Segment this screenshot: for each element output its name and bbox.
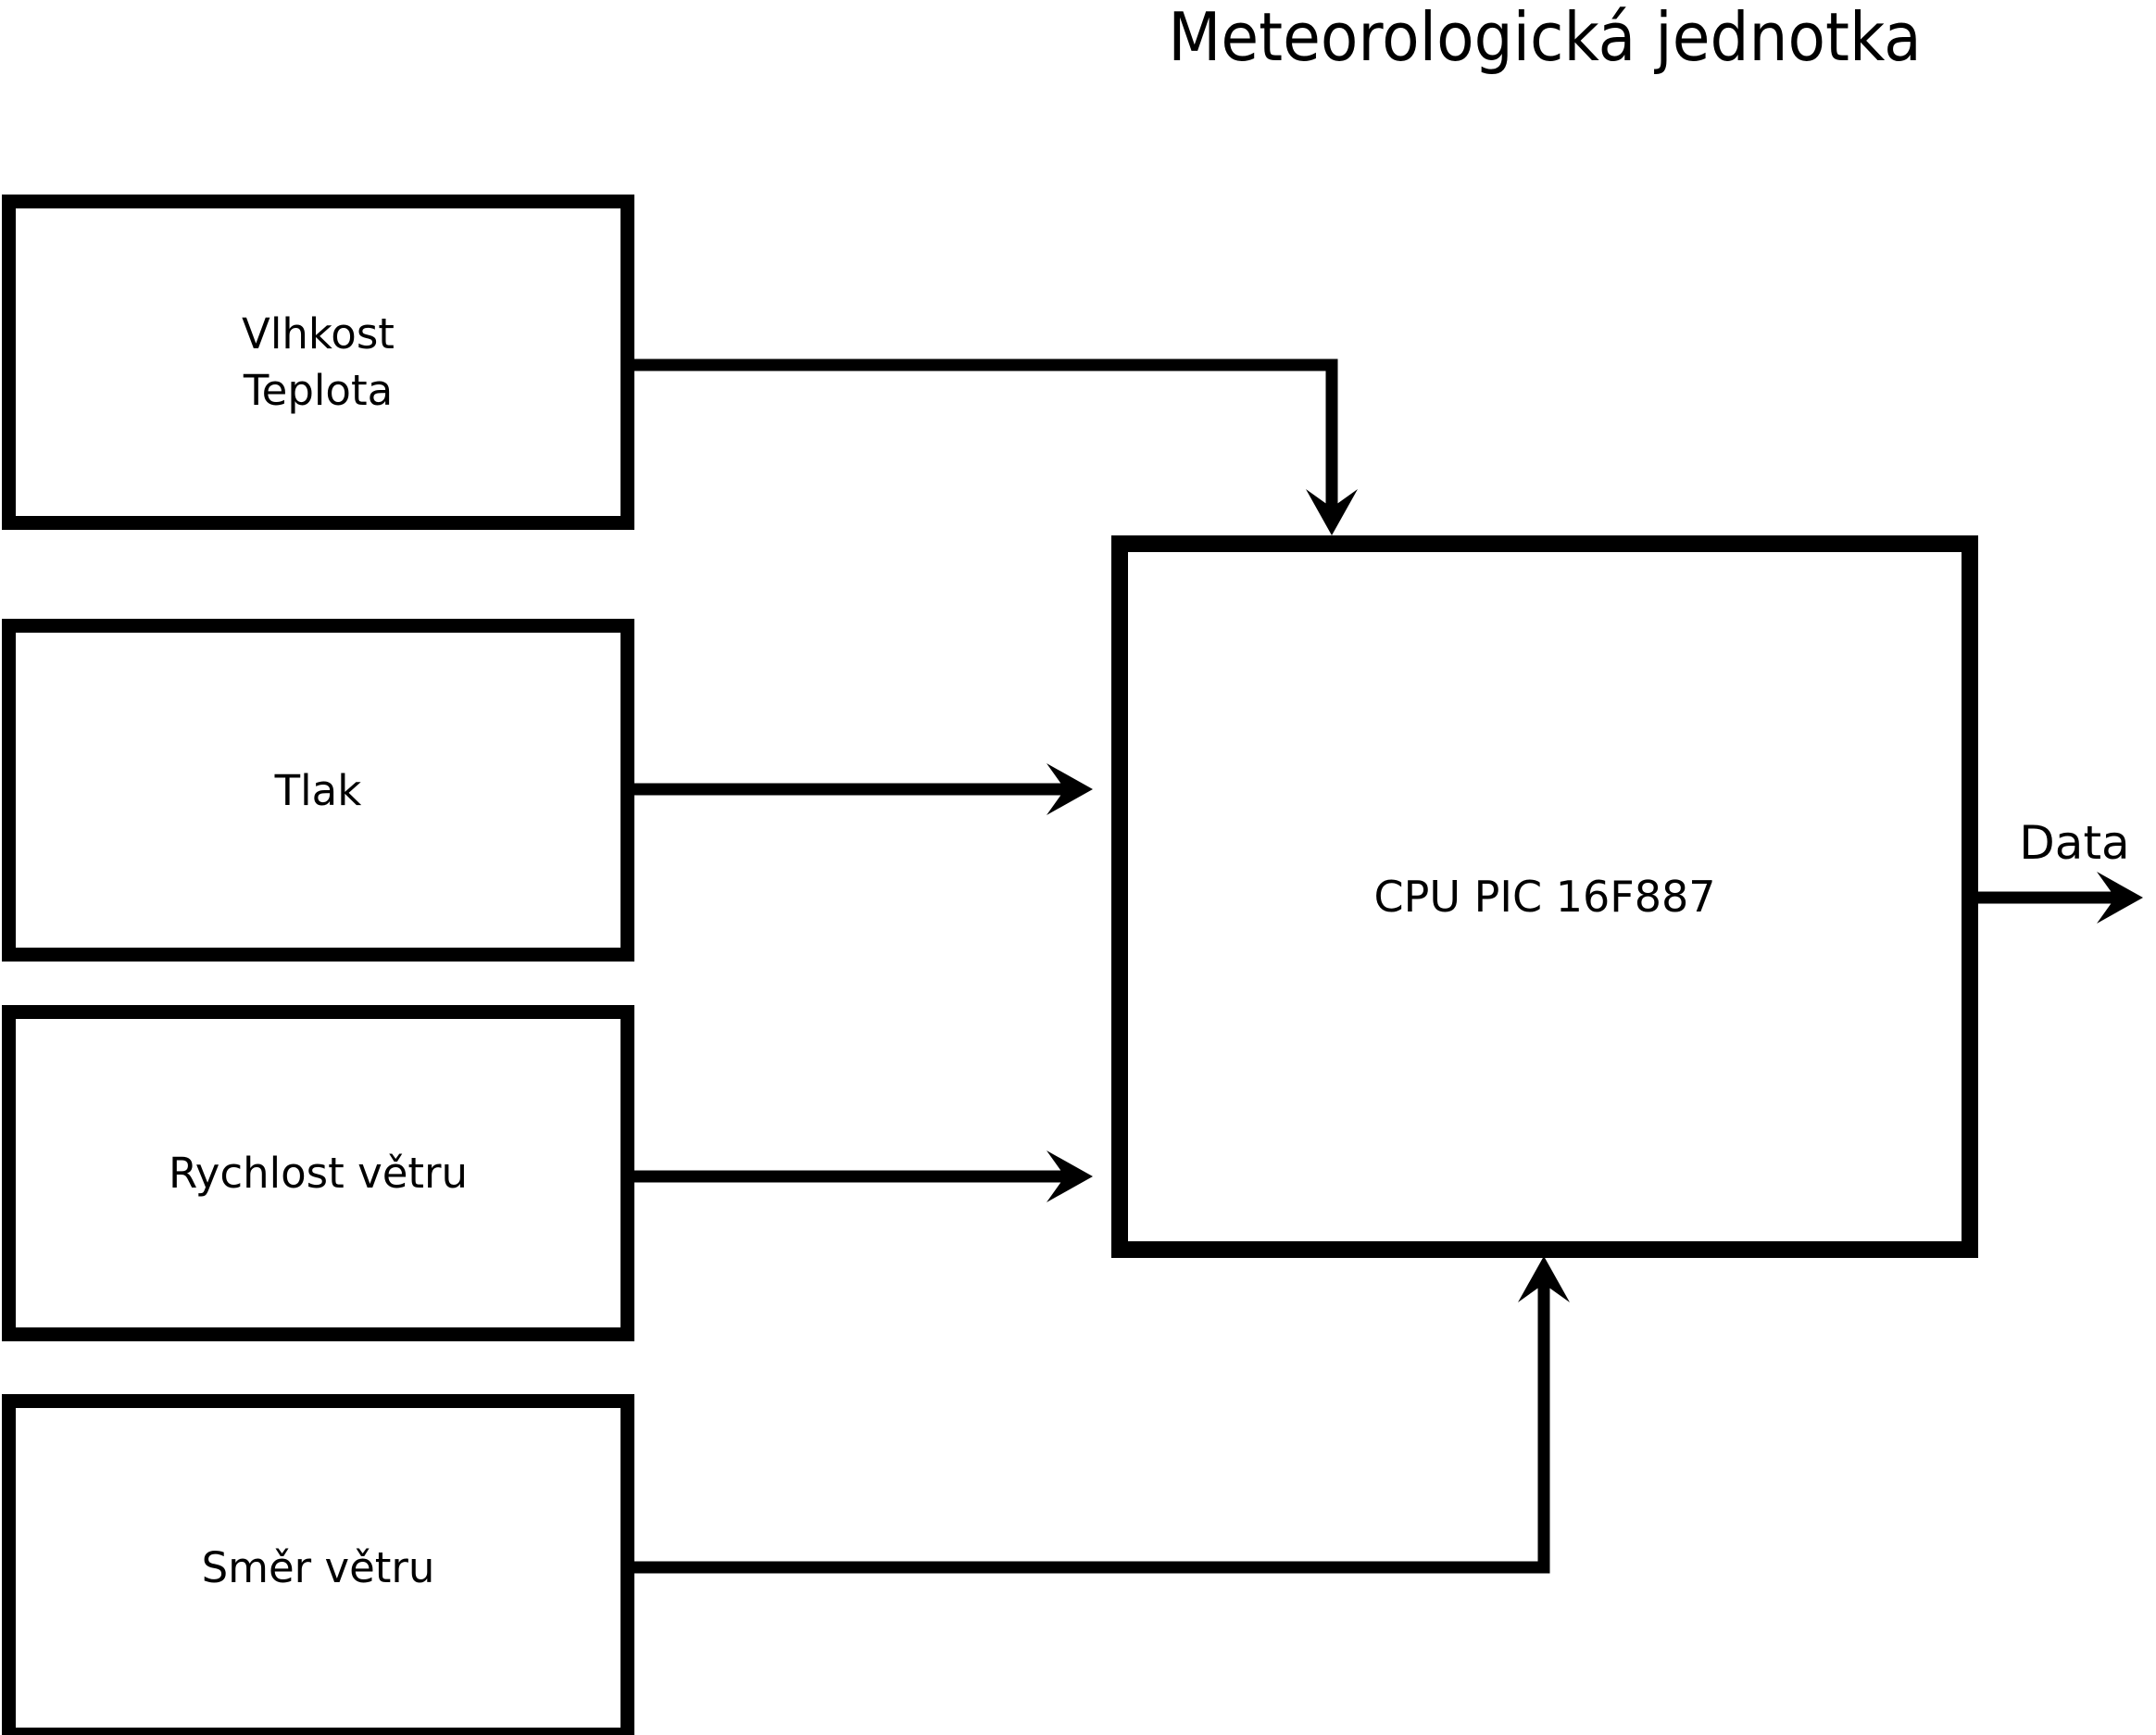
block-tlak: Tlak — [2, 619, 634, 962]
block-cpu: CPU PIC 16F887 — [1111, 535, 1978, 1258]
block-vlhkost-teplota: Vlhkost Teplota — [2, 195, 634, 530]
connector-cpu-to-data-arrowhead-icon — [2097, 872, 2143, 924]
connector-vlhkost-to-cpu-line — [634, 358, 1338, 509]
connector-smer-to-cpu-line — [634, 1284, 1550, 1574]
block-tlak-label: Tlak — [274, 765, 362, 815]
block-rychlost-vetru: Rychlost větru — [2, 1005, 634, 1341]
block-cpu-label: CPU PIC 16F887 — [1373, 871, 1716, 922]
connector-rychlost-to-cpu-arrowhead-icon — [1047, 1150, 1093, 1202]
block-rychlost-vetru-label: Rychlost větru — [168, 1149, 469, 1198]
block-smer-vetru: Směr větru — [2, 1394, 634, 1735]
output-data-label: Data — [2019, 816, 2130, 870]
connector-vlhkost-to-cpu-arrowhead-icon — [1306, 489, 1358, 535]
block-vlhkost-teplota-label-line2: Teplota — [243, 366, 394, 415]
block-vlhkost-teplota-label-line1: Vlhkost — [242, 309, 395, 358]
connector-tlak-to-cpu-arrowhead-icon — [1047, 763, 1093, 815]
connector-smer-to-cpu-arrowhead-icon — [1518, 1256, 1570, 1302]
diagram-title: Meteorologická jednotka — [1168, 0, 1922, 76]
block-smer-vetru-label: Směr větru — [201, 1543, 435, 1592]
